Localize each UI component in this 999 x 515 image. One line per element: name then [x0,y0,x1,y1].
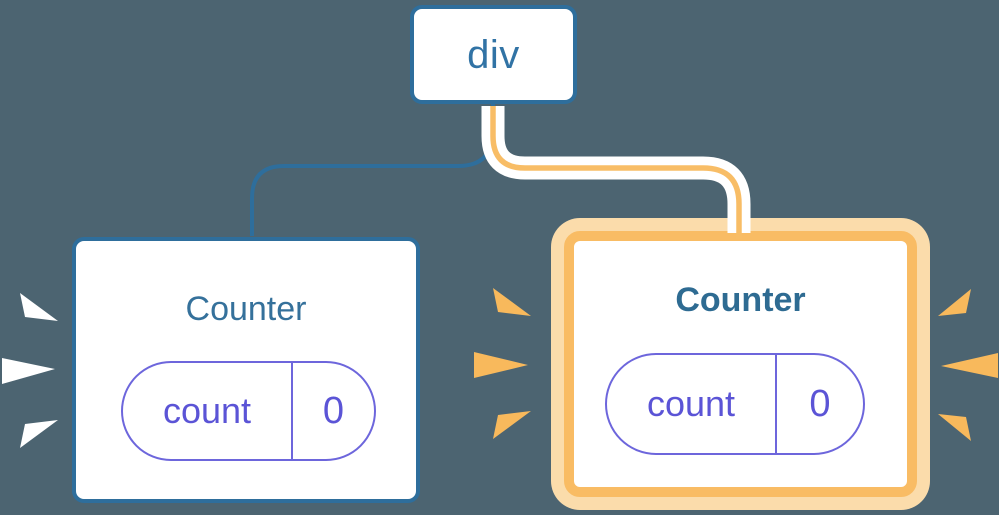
state-value-cell: 0 [322,389,345,432]
edge-root-to-right-counter [490,106,742,239]
burst-right-bottom [938,414,971,441]
burst-left-top [20,293,58,321]
counter-title-left: Counter [185,290,307,328]
div-node-label: div [467,32,520,77]
state-pill-right: count 0 [605,353,865,455]
burst-center-top [493,288,531,316]
edge-root-to-left-counter [250,104,495,236]
counter-card-right-highlighted: Counter count 0 [564,231,917,497]
burst-left-bottom [20,420,58,448]
counter-card-left: Counter count 0 [72,237,420,503]
burst-right-middle [941,353,998,378]
burst-center-bottom [493,411,531,439]
edge-root-to-right-counter-outline [481,106,751,233]
burst-right-top [938,289,971,316]
counter-title-right: Counter [675,281,806,319]
tree-node-div: div [410,5,577,104]
state-value-cell: 0 [809,382,831,425]
burst-left-middle [2,358,55,384]
burst-center-middle [474,352,528,378]
state-pill-left: count 0 [121,361,376,461]
state-key-cell: count [123,363,293,459]
state-key-cell: count [607,355,777,453]
